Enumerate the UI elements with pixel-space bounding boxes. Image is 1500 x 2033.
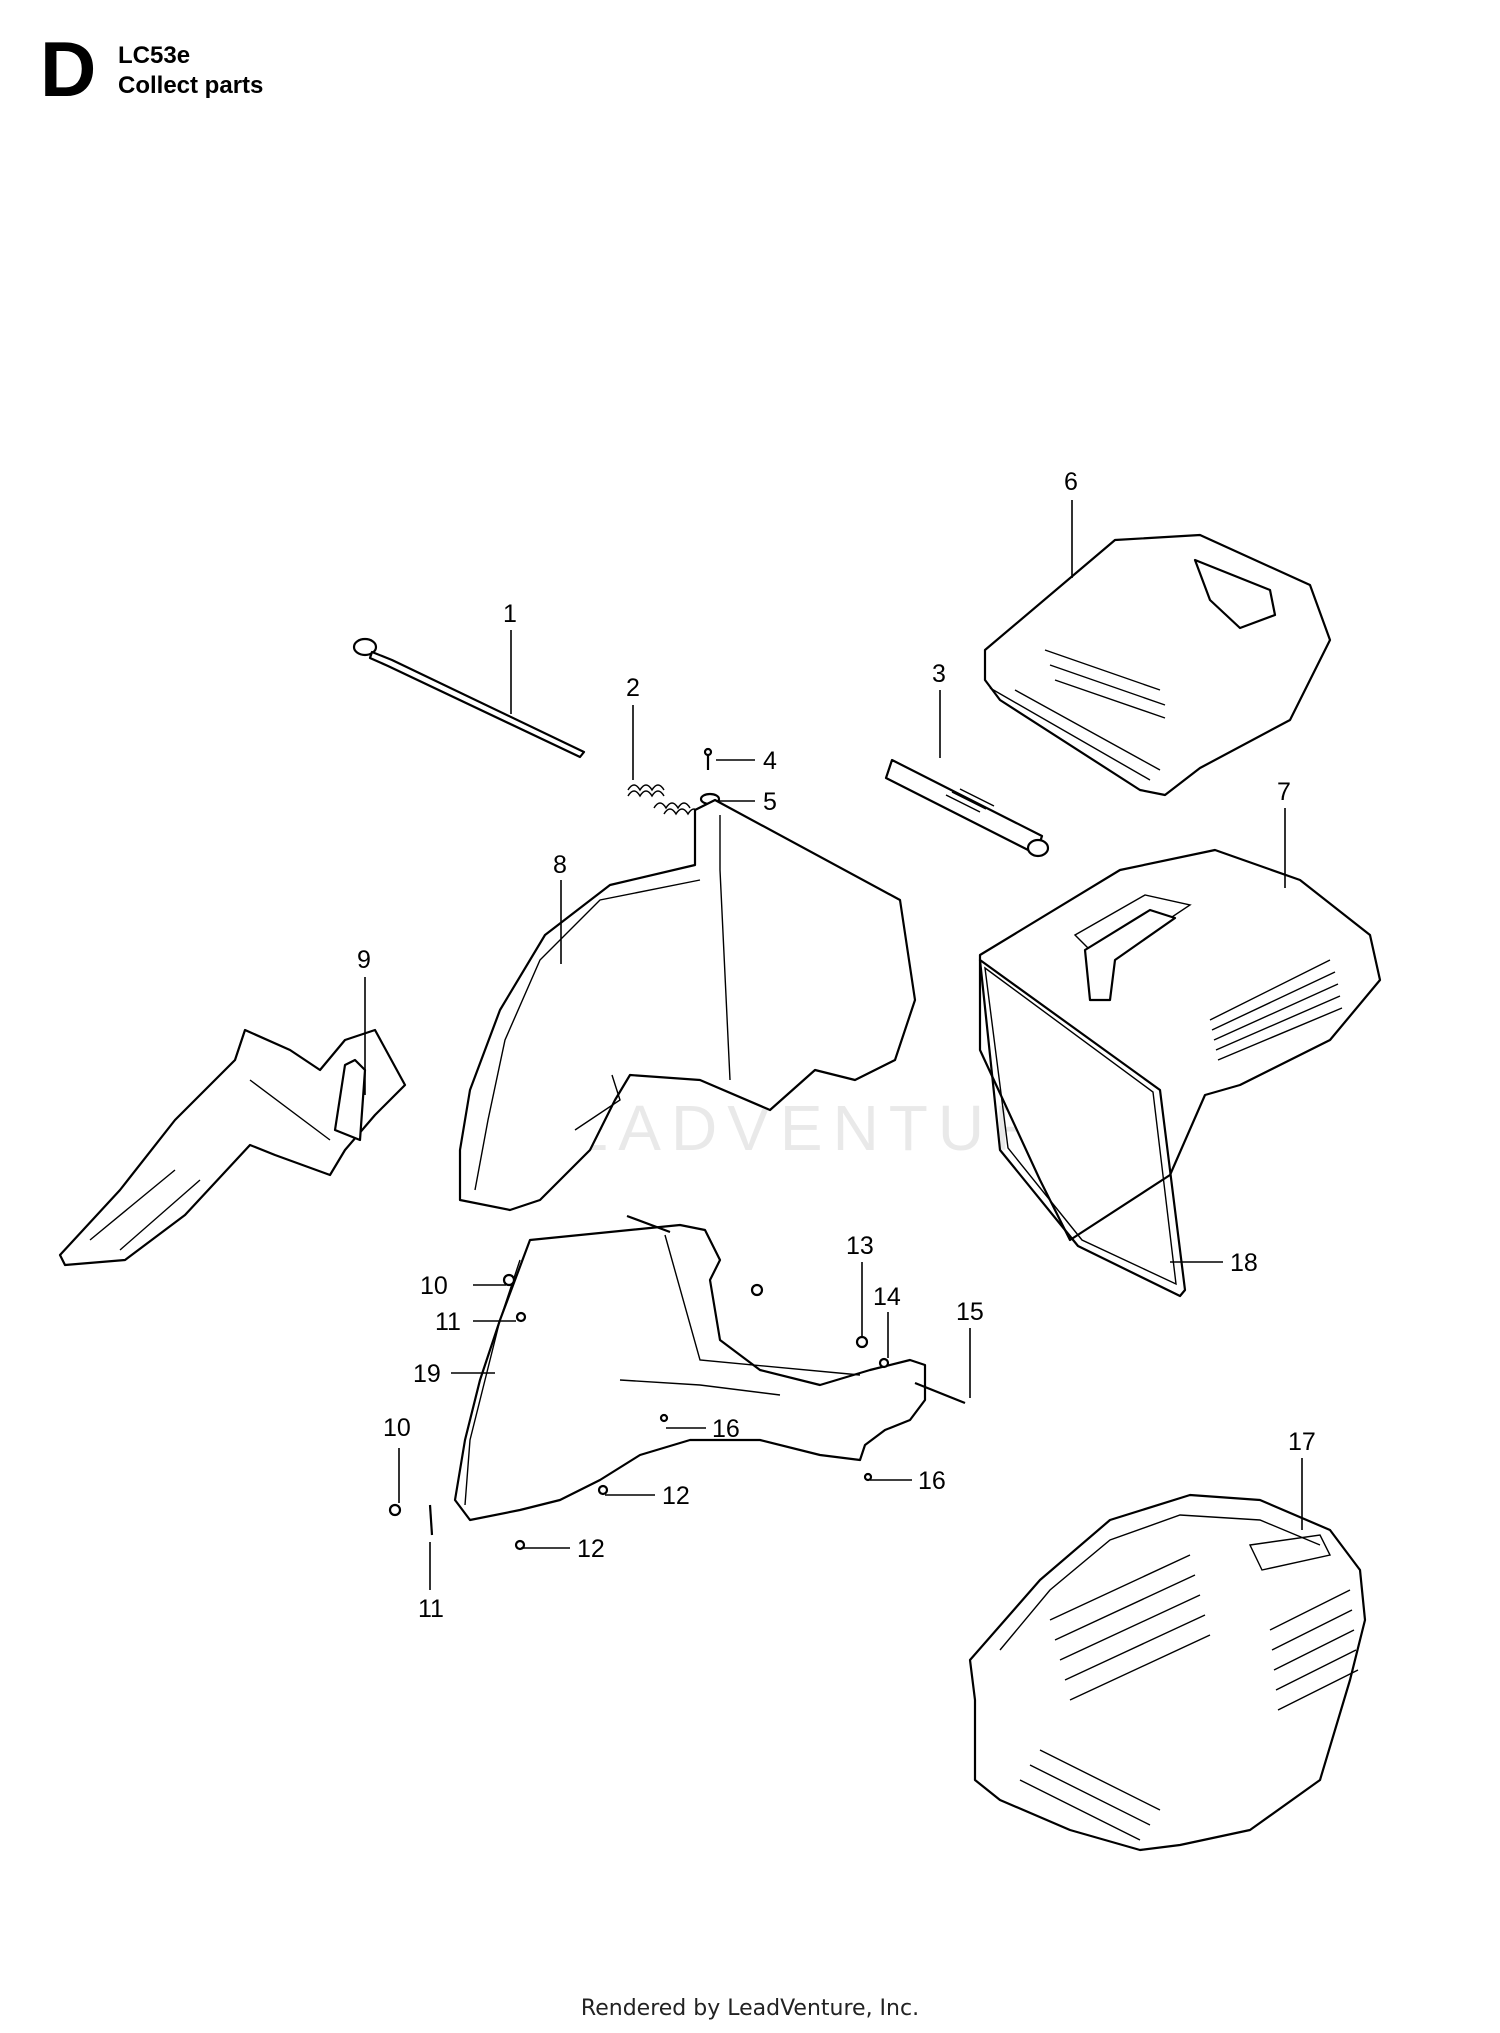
callout-16-left: 16 xyxy=(712,1415,740,1443)
callout-11-upper: 11 xyxy=(435,1308,461,1336)
callout-10-lower: 10 xyxy=(383,1414,411,1442)
part-6-lid xyxy=(983,533,1332,797)
part-1-rod xyxy=(352,637,586,759)
callout-2: 2 xyxy=(626,674,640,702)
callout-15: 15 xyxy=(956,1298,984,1326)
callout-9: 9 xyxy=(357,946,371,974)
callout-7: 7 xyxy=(1277,778,1291,806)
part-7-bag-frame xyxy=(978,848,1382,1242)
callout-5: 5 xyxy=(763,788,777,816)
part-4-screw xyxy=(703,747,713,770)
callout-10-upper: 10 xyxy=(420,1272,448,1300)
callout-8: 8 xyxy=(553,851,567,879)
part-2-springs xyxy=(627,784,701,816)
callout-6: 6 xyxy=(1064,468,1078,496)
callout-1: 1 xyxy=(503,600,517,628)
callout-3: 3 xyxy=(932,660,946,688)
part-9-deflector xyxy=(58,1028,407,1267)
part-3-handle xyxy=(884,758,1050,858)
callout-19: 19 xyxy=(413,1360,441,1388)
callout-11-lower: 11 xyxy=(418,1595,444,1623)
callout-16-right: 16 xyxy=(918,1467,946,1495)
part-18-wire-frame xyxy=(978,958,1187,1298)
callout-18: 18 xyxy=(1230,1249,1258,1277)
footer-rendered-by: Rendered by LeadVenture, Inc. xyxy=(580,1996,920,2021)
part-19-lower-chute xyxy=(453,1223,927,1522)
diagram-title: Collect parts xyxy=(118,72,264,99)
callout-17: 17 xyxy=(1288,1428,1316,1456)
callout-12-lower: 12 xyxy=(577,1535,605,1563)
callout-labels: 1 2 3 4 5 6 7 8 9 10 11 19 10 11 12 12 1… xyxy=(357,468,1316,1623)
callout-4: 4 xyxy=(763,747,777,775)
callout-12-upper: 12 xyxy=(662,1482,690,1510)
hardware-fasteners xyxy=(388,1214,966,1551)
callout-14: 14 xyxy=(873,1283,901,1311)
model-name: LC53e xyxy=(118,42,191,69)
part-8-upper-chute xyxy=(458,798,917,1212)
section-letter: D xyxy=(40,25,97,113)
callout-13: 13 xyxy=(846,1232,874,1260)
part-17-grass-bag xyxy=(968,1493,1367,1852)
leader-lines xyxy=(364,500,1303,1590)
